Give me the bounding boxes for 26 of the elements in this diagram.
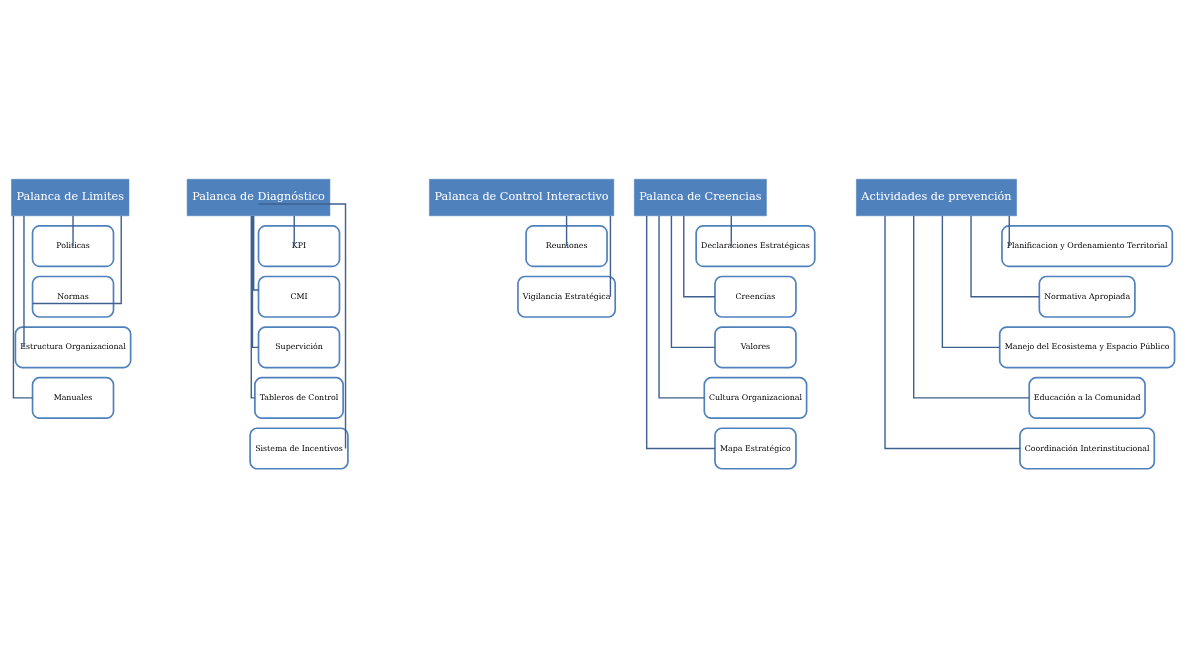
connector (730, 214, 732, 247)
node-box: Palanca de Creencias (634, 178, 767, 216)
connector (670, 214, 716, 348)
connector (72, 214, 74, 247)
connector (683, 214, 716, 297)
connector (645, 214, 716, 449)
connector (251, 214, 260, 348)
node-box: Palanca de Limites (11, 178, 130, 216)
node-box: Palanca de Control Interactivo (429, 178, 615, 216)
connector (658, 214, 705, 399)
connector (884, 214, 1021, 449)
node-box: Palanca de Diagnóstico (186, 178, 331, 216)
connector (31, 214, 122, 304)
connector (257, 202, 347, 449)
connector (1008, 214, 1010, 247)
connector (913, 214, 1030, 399)
node-box: Actividades de prevención (856, 178, 1017, 216)
connector (609, 214, 612, 297)
connector (293, 214, 295, 247)
connector (252, 214, 260, 291)
connector (23, 214, 25, 348)
connector (941, 214, 1001, 348)
connector (250, 214, 256, 399)
connector (565, 214, 568, 247)
connector (970, 214, 1041, 297)
connector (12, 214, 34, 399)
